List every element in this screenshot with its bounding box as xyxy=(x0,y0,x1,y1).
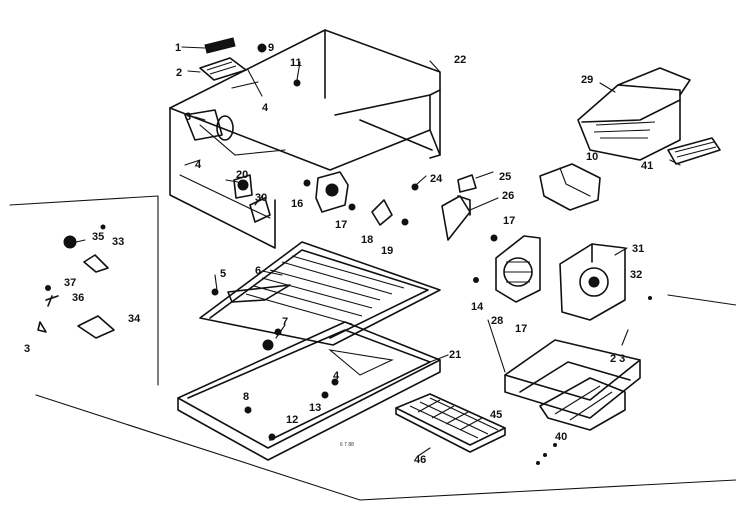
callout-46: 46 xyxy=(414,454,426,466)
glass-shelf-frame xyxy=(199,241,441,346)
callout-17a: 17 xyxy=(335,219,347,231)
callout-21: 21 xyxy=(449,349,461,361)
callout-1: 1 xyxy=(175,42,181,54)
leader-lines xyxy=(75,46,681,457)
callout-45: 45 xyxy=(490,409,502,421)
cabinet-liner-assembly xyxy=(169,29,441,249)
drawing-code: 6 7 88 xyxy=(340,442,354,448)
callout-11: 11 xyxy=(290,57,302,69)
callout-24: 24 xyxy=(430,173,443,185)
ice-bin-frame xyxy=(504,339,641,431)
callout-40: 40 xyxy=(555,431,567,443)
door-bin xyxy=(577,67,691,161)
callout-34: 34 xyxy=(128,313,141,325)
callout-22: 22 xyxy=(454,54,466,66)
drip-tray xyxy=(177,321,441,461)
callout-37: 37 xyxy=(64,277,76,289)
callout-12: 12 xyxy=(286,414,298,426)
callout-23: 2 3 xyxy=(610,353,625,365)
callout-26: 26 xyxy=(502,190,514,202)
callout-17c: 17 xyxy=(515,323,527,335)
evaporator-cover xyxy=(473,234,541,303)
door-bar xyxy=(667,137,721,165)
callout-19: 19 xyxy=(381,245,393,257)
callout-29: 29 xyxy=(581,74,593,86)
callout-9: 9 xyxy=(268,42,274,54)
fan-motor-assembly xyxy=(233,171,409,226)
callout-25: 25 xyxy=(499,171,511,183)
air-duct xyxy=(539,163,601,211)
callout-33: 33 xyxy=(112,236,124,248)
callout-20: 20 xyxy=(236,169,248,181)
callout-14: 14 xyxy=(471,301,484,313)
callout-35: 35 xyxy=(92,231,104,243)
callout-6: 6 xyxy=(255,265,261,277)
callout-13: 13 xyxy=(309,402,321,414)
callout-10: 10 xyxy=(586,151,598,163)
callout-31: 31 xyxy=(632,243,644,255)
callout-2: 2 xyxy=(176,67,182,79)
callout-7: 7 xyxy=(282,316,288,328)
callout-32: 32 xyxy=(630,269,642,281)
callout-5: 5 xyxy=(220,268,226,280)
callout-36: 36 xyxy=(72,292,84,304)
misc-hardware xyxy=(536,296,652,465)
callout-28: 28 xyxy=(491,315,503,327)
callout-labels: 1 2 9 11 22 4 3 4 20 30 16 17 18 19 29 1… xyxy=(24,42,653,466)
control-knob-parts xyxy=(184,37,301,141)
callout-3b: 3 xyxy=(24,343,30,355)
page-border-lines xyxy=(9,195,736,501)
callout-4b: 4 xyxy=(195,159,202,171)
callout-8: 8 xyxy=(243,391,249,403)
callout-3a: 3 xyxy=(185,111,191,123)
callout-16: 16 xyxy=(291,198,303,210)
callout-41: 41 xyxy=(641,160,653,172)
callout-4a: 4 xyxy=(262,102,269,114)
ice-tray xyxy=(395,393,506,453)
damper-control-housing xyxy=(411,174,477,241)
fan-shroud xyxy=(559,243,626,321)
callout-18: 18 xyxy=(361,234,373,246)
callout-4c: 4 xyxy=(333,370,340,382)
loose-hardware xyxy=(37,224,115,339)
callout-30: 30 xyxy=(255,192,267,204)
callout-17b: 17 xyxy=(503,215,515,227)
